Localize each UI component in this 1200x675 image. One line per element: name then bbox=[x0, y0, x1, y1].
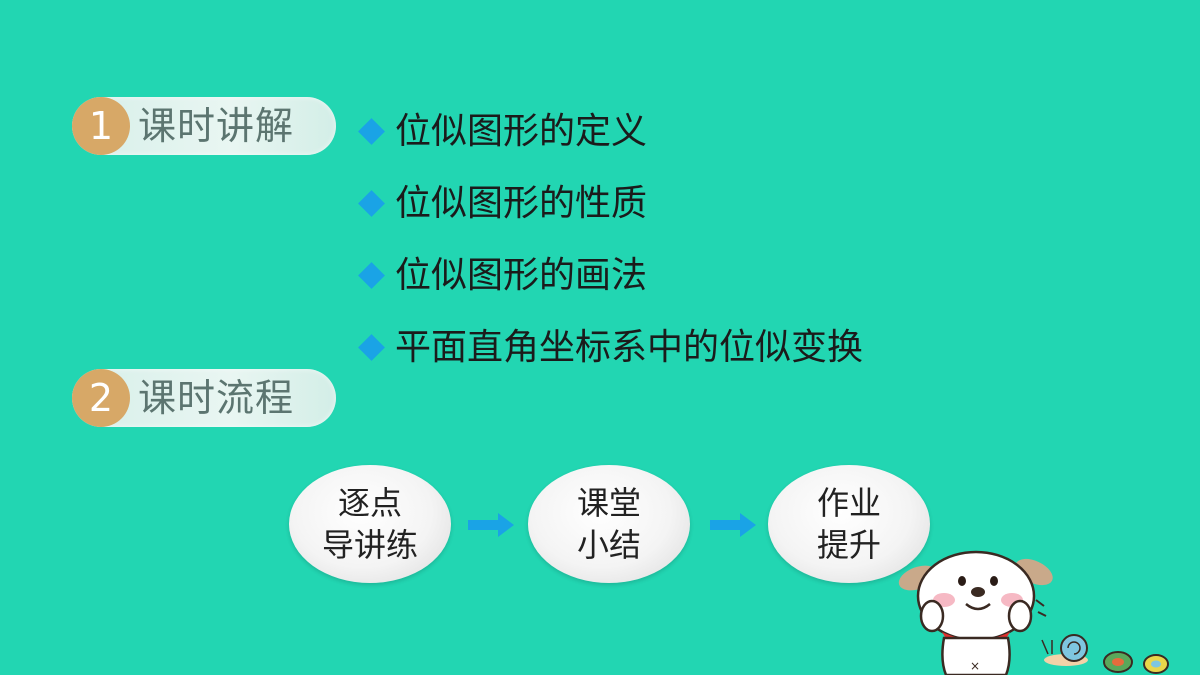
topic-text: 平面直角坐标系中的位似变换 bbox=[395, 327, 864, 368]
flow-node-line: 作业 bbox=[816, 484, 881, 522]
topic-list: 位似图形的定义 位似图形的性质 位似图形的画法 平面直角坐标系中的位似变换 bbox=[358, 108, 863, 396]
topic-item: 位似图形的定义 bbox=[358, 108, 863, 180]
diamond-icon bbox=[358, 190, 385, 217]
topic-item: 平面直角坐标系中的位似变换 bbox=[358, 324, 863, 396]
section-2-title: 课时流程 bbox=[138, 376, 295, 420]
puppy-mascot-illustration: × bbox=[898, 550, 1169, 675]
section-1-pill: 1 课时讲解 bbox=[72, 97, 336, 155]
topic-item: 位似图形的性质 bbox=[358, 180, 863, 252]
section-1-number-badge: 1 bbox=[72, 97, 130, 155]
diamond-icon bbox=[358, 334, 385, 361]
flow-node-homework[interactable]: 作业 提升 bbox=[768, 465, 930, 583]
section-2-pill: 2 课时流程 bbox=[72, 369, 336, 427]
section-2-number-badge: 2 bbox=[72, 369, 130, 427]
arrow-right-icon bbox=[710, 513, 756, 537]
topic-text: 位似图形的性质 bbox=[395, 183, 648, 224]
diamond-icon bbox=[358, 118, 385, 145]
flow-node-summary[interactable]: 课堂 小结 bbox=[528, 465, 690, 583]
flow-node-line: 小结 bbox=[576, 526, 641, 564]
diamond-icon bbox=[358, 262, 385, 289]
topic-text: 位似图形的画法 bbox=[395, 255, 648, 296]
flow-node-line: 导讲练 bbox=[321, 526, 418, 564]
arrow-right-icon bbox=[468, 513, 514, 537]
flow-node-line: 逐点 bbox=[337, 484, 402, 522]
svg-text:×: × bbox=[970, 659, 980, 673]
flow-node-practice[interactable]: 逐点 导讲练 bbox=[289, 465, 451, 583]
section-1-title: 课时讲解 bbox=[138, 104, 295, 148]
topic-item: 位似图形的画法 bbox=[358, 252, 863, 324]
flow-node-line: 课堂 bbox=[576, 484, 641, 522]
flow-node-line: 提升 bbox=[816, 526, 881, 564]
topic-text: 位似图形的定义 bbox=[395, 111, 648, 152]
